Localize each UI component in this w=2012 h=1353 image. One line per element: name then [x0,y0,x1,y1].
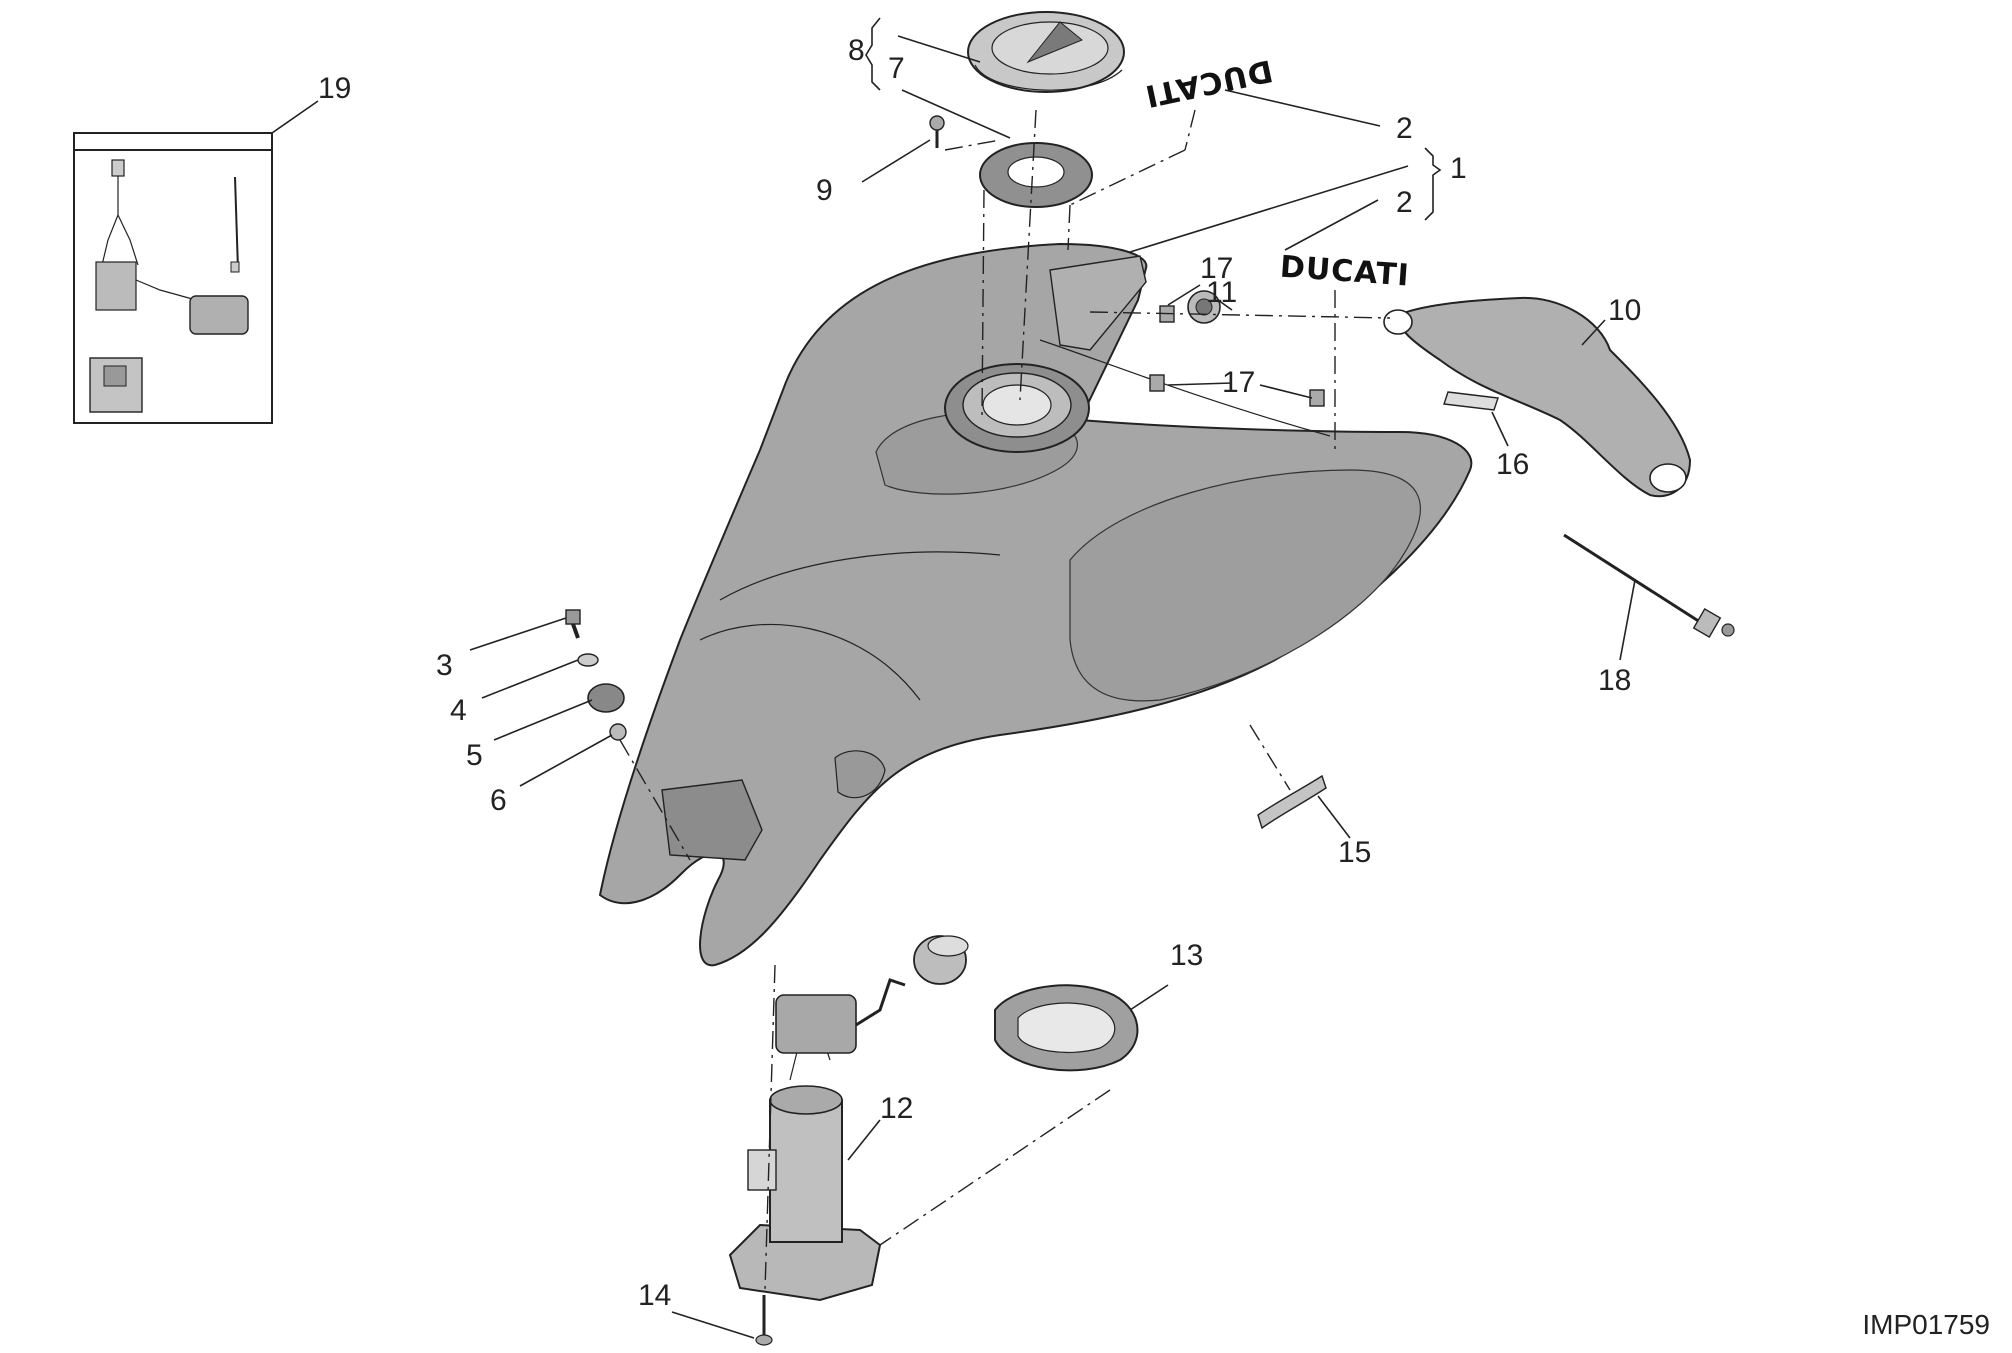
callout-6: 6 [490,784,507,817]
filler-opening [944,363,1090,453]
callout-1: 1 [1450,152,1467,185]
callout-12: 12 [880,1092,913,1125]
callout-18: 18 [1598,664,1631,697]
callout-17: 17 [1222,366,1255,399]
pump-screw [755,1295,773,1346]
assembly-lines [619,109,1391,1291]
mounting-hardware [565,609,627,741]
callout-10: 10 [1608,294,1641,327]
callout-labels: 1 2 2 3 4 5 6 7 8 9 10 11 12 13 14 15 16… [318,34,1641,1312]
pad-strip [1443,391,1499,411]
callout-14: 14 [638,1279,671,1312]
leader-lines [271,17,1636,1339]
fuel-pump [728,935,969,1302]
grommet [1187,290,1221,324]
fuel-tank [598,242,1473,967]
seal-strip [1257,774,1327,830]
inset-pump-drawing [89,159,249,413]
callout-13: 13 [1170,939,1203,972]
callout-16: 16 [1496,448,1529,481]
callout-5: 5 [466,739,483,772]
callout-17: 17 [1200,252,1233,285]
clip [1149,374,1165,392]
clip [1309,389,1325,407]
callout-4: 4 [450,694,467,727]
ducati-decal-rotated: DUCATI [1141,52,1275,113]
callout-19: 19 [318,72,351,105]
cap-gasket [979,142,1093,208]
callout-7: 7 [888,52,905,85]
fuel-pump-kit-inset [73,132,273,424]
callout-11: 11 [1206,276,1237,309]
callout-15: 15 [1338,836,1371,869]
callout-9: 9 [816,174,833,207]
tank-bracket [1383,296,1692,498]
callout-2: 2 [1396,186,1413,219]
drawing-reference-code: IMP01759 [1862,1309,1990,1340]
callout-2: 2 [1396,112,1413,145]
cap-screw [929,115,945,148]
pump-gasket [994,984,1139,1072]
cable-tie [1563,533,1735,638]
fuel-cap [967,11,1125,93]
ducati-decal: DUCATI [1279,250,1411,294]
callout-8: 8 [848,34,865,67]
callout-3: 3 [436,649,453,682]
